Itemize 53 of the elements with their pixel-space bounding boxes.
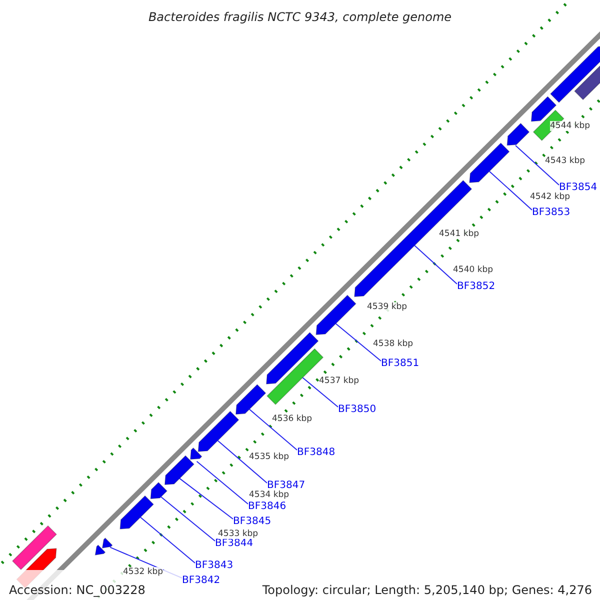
gene-label: BF3844 [215,538,254,550]
gene-block [198,410,240,452]
gene-block [94,544,106,556]
gene-block [235,384,266,415]
scale-label: 4540 kbp [453,265,494,275]
gene-block [190,447,202,460]
scale-label: 4542 kbp [530,192,570,202]
leader-line [302,377,338,408]
gene-block [266,332,319,384]
leader-line [488,170,532,210]
scale-label: 4535 kbp [249,452,290,462]
gene-label: BF3846 [248,501,286,513]
scale-label: 4532 kbp [123,567,164,577]
gene-label: BF3843 [195,560,234,572]
gene-label: BF3854 [559,182,598,194]
gene-label: BF3842 [182,575,220,587]
leader-line [196,460,248,504]
title: Bacteroides fragilis NCTC 9343, complete genome [148,10,452,24]
gene-block [150,482,168,500]
leader-line [217,440,268,484]
gene-label: BF3851 [381,358,420,370]
scale-label: 4536 kbp [272,414,312,424]
leader-line [414,245,458,284]
gene-block [506,122,530,146]
gene-block [164,455,194,486]
gene-label: BF3845 [233,516,272,528]
gene-block [469,142,510,184]
scale-label: 4533 kbp [218,529,258,539]
gene-block [316,294,356,336]
accession-text: Accession: NC_003228 [9,583,146,598]
scale-label: 4541 kbp [439,229,480,239]
leader-line [515,144,560,186]
gene-block [120,495,154,530]
scale-label: 4538 kbp [373,339,414,349]
leader-line [335,323,382,362]
leader-line [160,496,216,542]
leader-line [140,516,196,564]
leader-line [248,408,298,450]
scale-label: 4539 kbp [367,302,408,312]
gene-block [530,96,557,122]
scale-label: 4543 kbp [545,156,586,166]
gene-label: BF3850 [338,404,376,416]
gene-label: BF3852 [457,281,496,293]
scale-label: 4534 kbp [249,490,290,500]
scale-label: 4544 kbp [550,121,590,131]
gene-label: BF3853 [532,207,570,219]
gene-label: BF3847 [267,480,306,492]
scale-label: 4537 kbp [319,376,360,386]
gene-block [102,538,113,548]
leader-line [179,478,234,520]
gene-block [550,46,600,103]
gene-label: BF3848 [297,447,336,459]
genome-info-text: Topology: circular; Length: 5,205,140 bp; Genes: 4,276 [262,583,592,598]
